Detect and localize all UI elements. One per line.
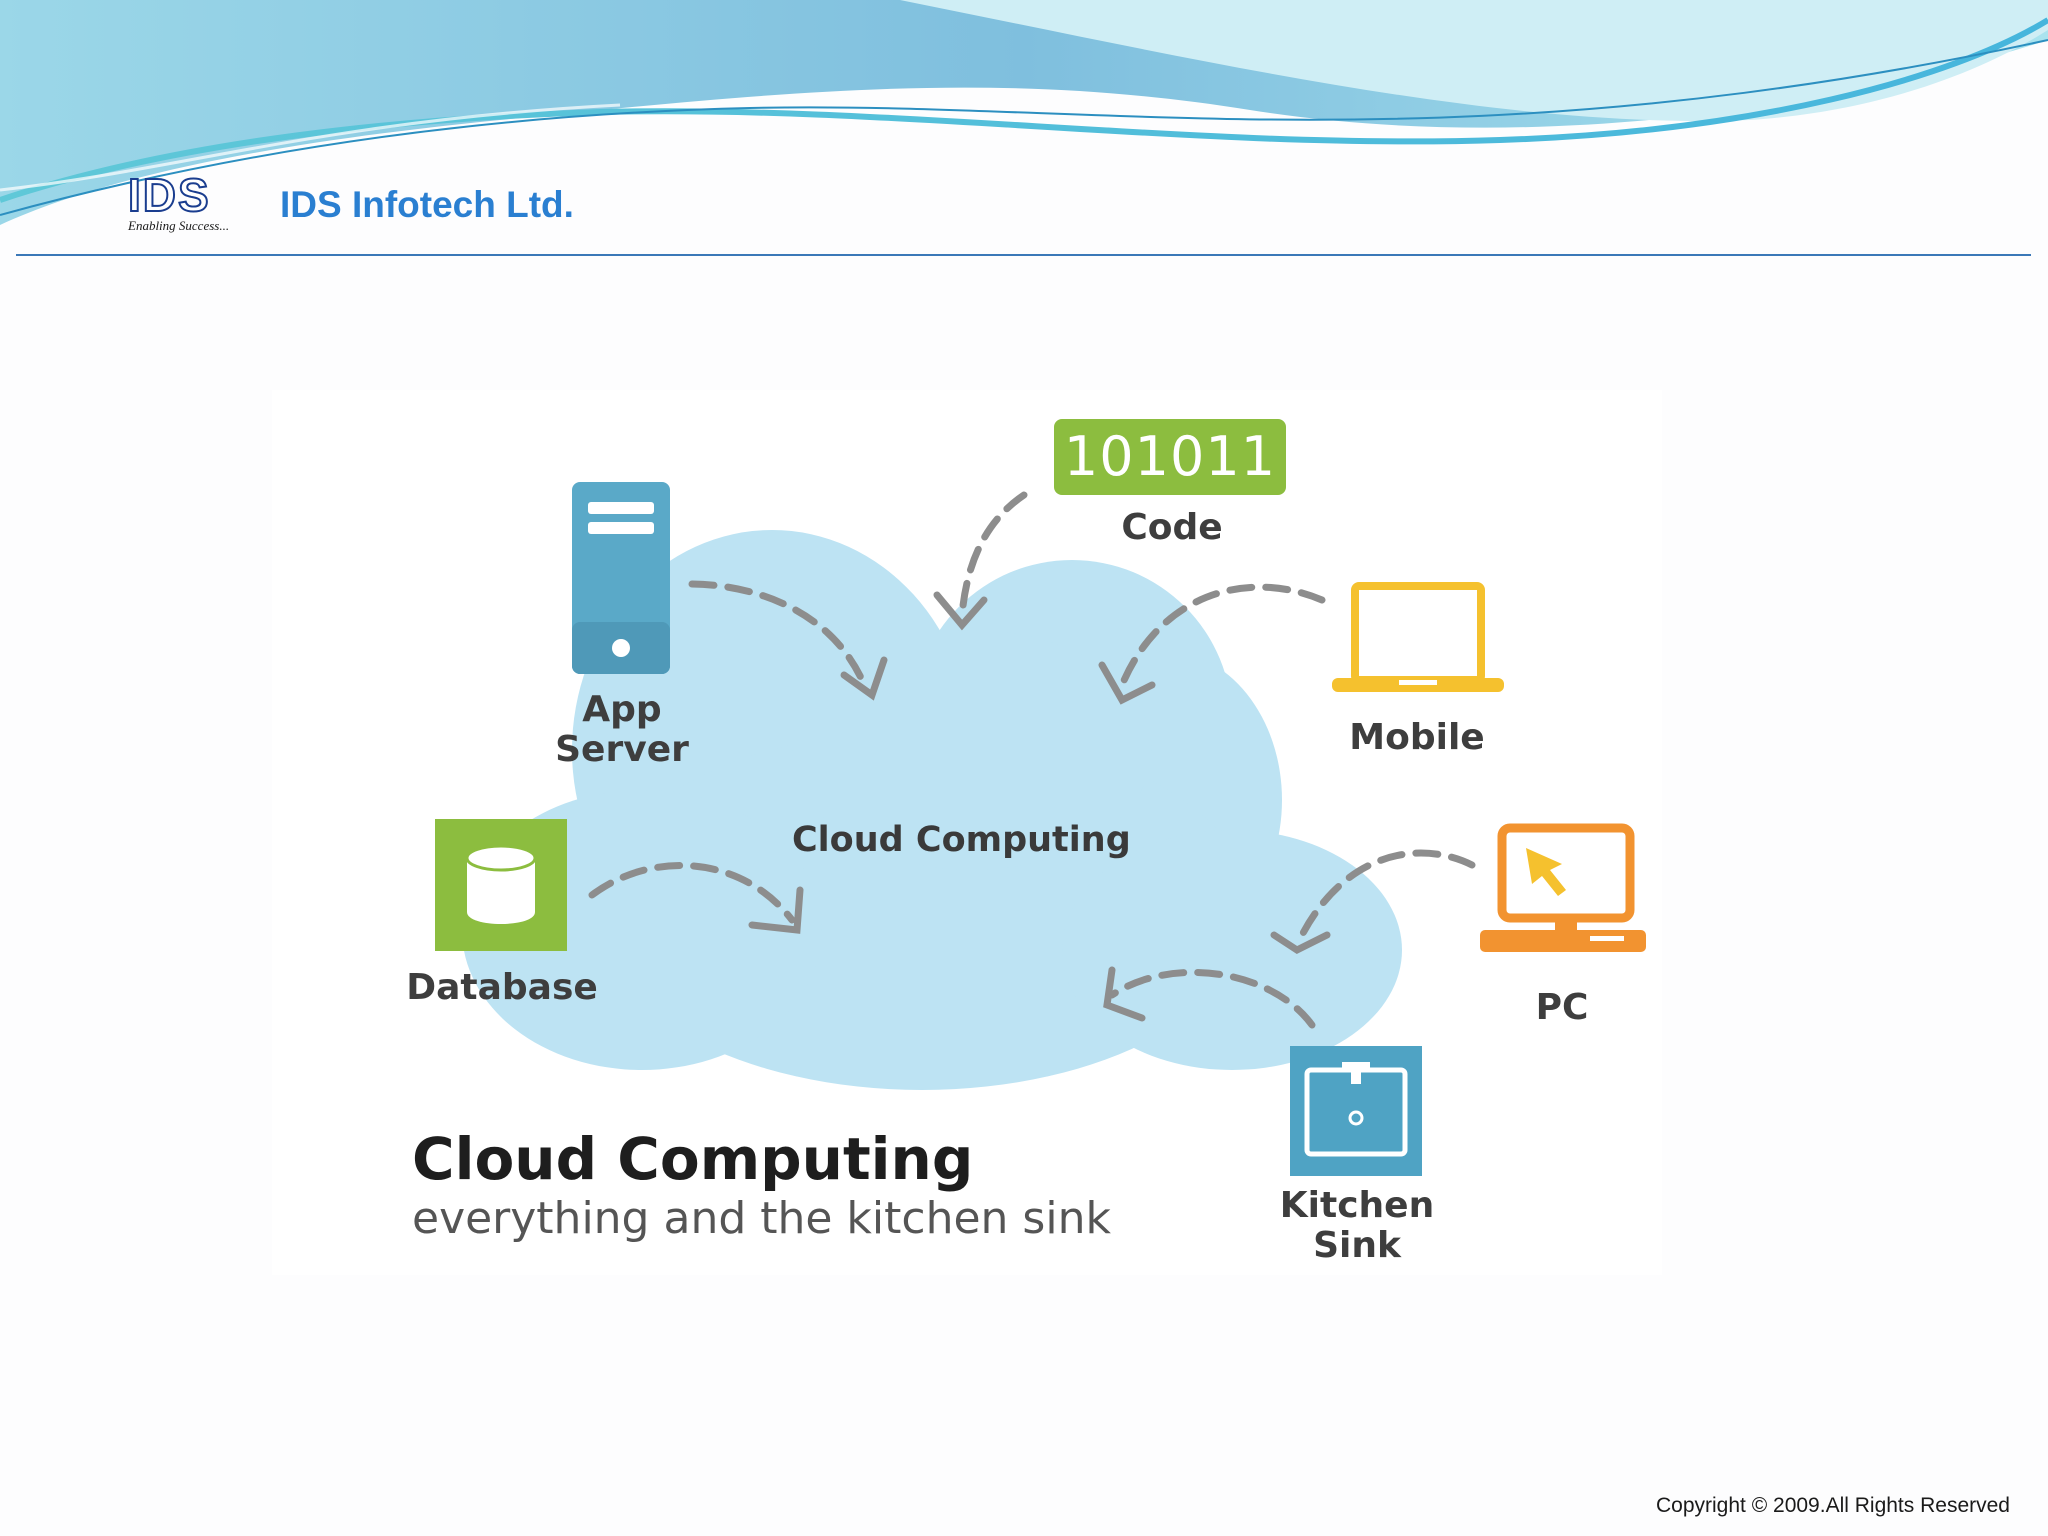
company-logo: IDS Enabling Success... bbox=[127, 169, 248, 238]
logo-tagline: Enabling Success... bbox=[128, 218, 230, 233]
kitchen-sink-icon bbox=[1290, 1046, 1422, 1176]
pc-label: PC bbox=[1535, 987, 1589, 1028]
database-label: Database bbox=[406, 967, 598, 1008]
kitchen-sink-label-line1: Kitchen bbox=[1279, 1185, 1435, 1226]
header-divider bbox=[16, 254, 2031, 256]
kitchen-sink-label-line2: Sink bbox=[1313, 1225, 1401, 1266]
app-server-label-line2: Server bbox=[555, 729, 689, 770]
arrow-mobile-to-cloud bbox=[1118, 583, 1326, 689]
arrow-database-to-cloud bbox=[588, 861, 796, 924]
logo-mark: IDS bbox=[127, 169, 211, 221]
cloud-computing-diagram: 101011 Code App Server Mobile Cloud Comp… bbox=[272, 390, 1662, 1275]
connector-arrows bbox=[588, 491, 1476, 1029]
kitchen-sink-label: Kitchen Sink bbox=[1262, 1186, 1452, 1266]
pc-monitor-icon bbox=[1480, 823, 1646, 952]
company-name: IDS Infotech Ltd. bbox=[280, 184, 574, 225]
code-badge: 101011 bbox=[1054, 419, 1286, 495]
header-wave-decoration bbox=[0, 0, 2048, 225]
diagram-caption-subtitle: everything and the kitchen sink bbox=[412, 1193, 1111, 1244]
app-server-label-line1: App bbox=[582, 689, 662, 730]
arrow-sink-to-cloud bbox=[1108, 968, 1316, 1029]
database-icon bbox=[435, 819, 567, 951]
diagram-caption-title: Cloud Computing bbox=[412, 1125, 974, 1193]
cloud-center-label: Cloud Computing bbox=[792, 820, 1131, 860]
laptop-icon bbox=[1332, 582, 1504, 692]
app-server-label: App Server bbox=[537, 690, 707, 770]
copyright-notice: Copyright © 2009.All Rights Reserved bbox=[1656, 1494, 2010, 1517]
arrow-pc-to-cloud bbox=[1298, 849, 1476, 939]
arrow-server-to-cloud bbox=[688, 580, 866, 684]
arrow-heads bbox=[748, 591, 1331, 1022]
arrow-code-to-cloud bbox=[958, 491, 1028, 619]
app-server-icon bbox=[572, 482, 670, 674]
mobile-label: Mobile bbox=[1349, 717, 1485, 758]
cloud-shape bbox=[462, 530, 1402, 1090]
code-label: Code bbox=[1121, 507, 1223, 548]
diagram-graphics bbox=[435, 482, 1646, 1176]
